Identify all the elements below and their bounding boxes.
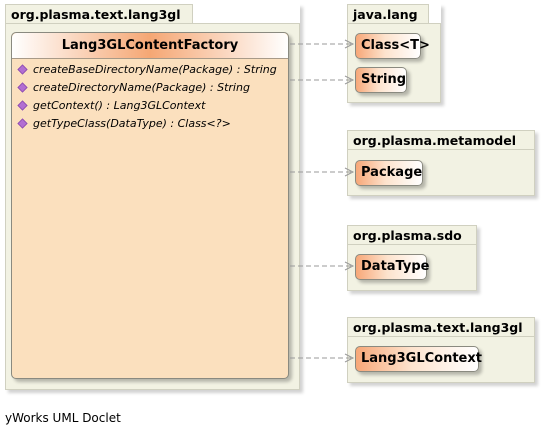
method-item[interactable]: createDirectoryName(Package) : String: [12, 79, 288, 97]
class-datatype[interactable]: DataType: [355, 254, 429, 280]
class-lang3gl-content-factory[interactable]: Lang3GLContentFactory createBaseDirector…: [11, 32, 289, 379]
package-tab: org.plasma.text.lang3gl: [5, 4, 193, 24]
method-item[interactable]: getTypeClass(DataType) : Class<?>: [12, 115, 288, 133]
class-string[interactable]: String: [355, 67, 407, 93]
package-tab: org.plasma.text.lang3gl: [347, 317, 535, 337]
class-class-t[interactable]: Class<T>: [355, 33, 430, 59]
method-label: createBaseDirectoryName(Package) : Strin…: [33, 63, 277, 76]
package-tab: org.plasma.sdo: [347, 225, 477, 245]
arrowhead-datatype: [344, 261, 355, 271]
arrowhead-string: [344, 75, 355, 85]
method-label: getContext() : Lang3GLContext: [33, 99, 206, 112]
package-tab: org.plasma.metamodel: [347, 130, 535, 150]
method-label: createDirectoryName(Package) : String: [33, 81, 250, 94]
arrowhead-context: [344, 353, 355, 363]
method-item[interactable]: createBaseDirectoryName(Package) : Strin…: [12, 61, 288, 79]
package-body: [347, 149, 535, 196]
arrowhead-package: [344, 167, 355, 177]
footer-credit: yWorks UML Doclet: [5, 411, 121, 425]
class-name: Lang3GLContentFactory: [12, 33, 288, 59]
class-lang3gl-context[interactable]: Lang3GLContext: [355, 346, 482, 372]
package-org-plasma-metamodel: org.plasma.metamodel: [347, 130, 535, 196]
method-list: createBaseDirectoryName(Package) : Strin…: [12, 59, 288, 133]
class-package[interactable]: Package: [355, 160, 423, 186]
method-item[interactable]: getContext() : Lang3GLContext: [12, 97, 288, 115]
package-tab: java.lang: [347, 4, 429, 24]
arrowhead-class-t: [344, 39, 355, 49]
method-label: getTypeClass(DataType) : Class<?>: [33, 117, 231, 130]
